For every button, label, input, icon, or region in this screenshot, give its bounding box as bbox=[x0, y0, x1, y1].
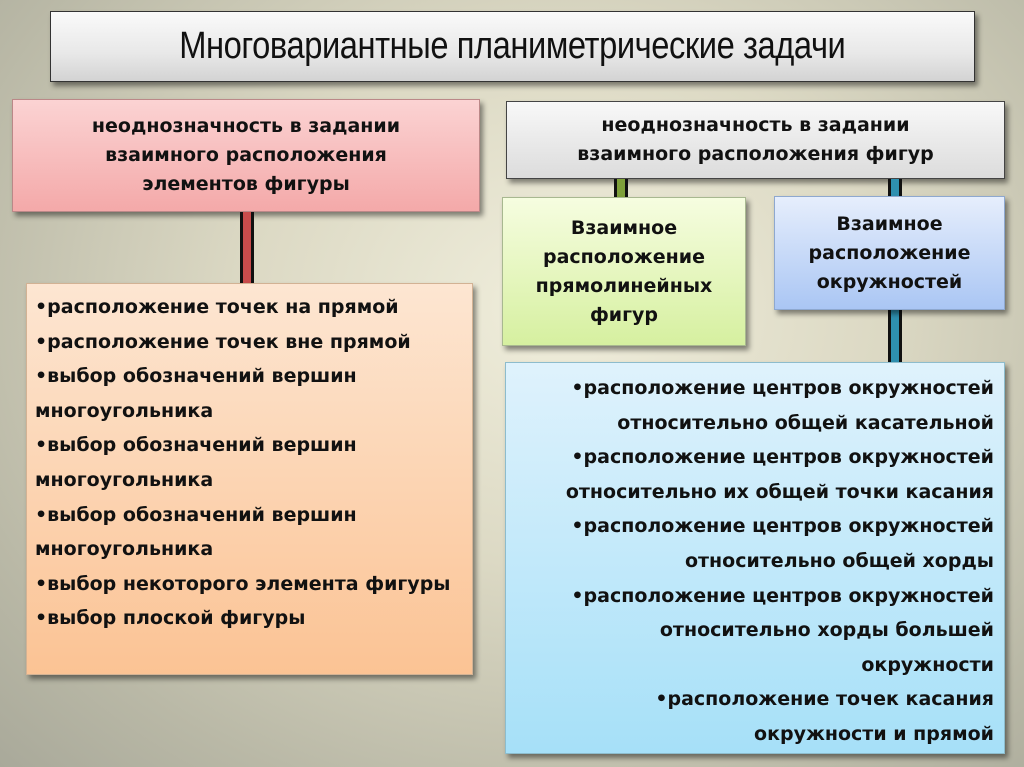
left-header-line: неоднозначность в задании bbox=[91, 115, 401, 137]
left-header-line: элементов фигуры bbox=[142, 173, 350, 195]
sub-right-line: окружностей bbox=[816, 270, 963, 293]
list-item: •расположение точек касания bbox=[655, 688, 994, 711]
right-header-line: неоднозначность в задании bbox=[601, 114, 910, 136]
circles-label: Взаимное расположение окружностей bbox=[809, 210, 971, 297]
slide-title-box: Многовариантные планиметрические задачи bbox=[50, 11, 975, 82]
sub-left-line: прямолинейных bbox=[535, 274, 713, 297]
list-item: •расположение центров окружностей bbox=[571, 515, 994, 538]
right-branch-header-box: неоднозначность в задании взаимного расп… bbox=[506, 101, 1005, 179]
right-branch-header: неоднозначность в задании взаимного расп… bbox=[577, 111, 933, 169]
left-header-line: взаимного расположения bbox=[105, 144, 387, 166]
list-item: •расположение точек вне прямой bbox=[35, 330, 411, 353]
sub-left-line: расположение bbox=[543, 245, 705, 268]
right-items-list: •расположение центров окружностей относи… bbox=[514, 371, 994, 752]
circles-box: Взаимное расположение окружностей bbox=[774, 196, 1005, 310]
list-item: относительно общей касательной bbox=[617, 411, 994, 434]
list-item: •расположение центров окружностей bbox=[571, 584, 994, 607]
list-item: окружности и прямой bbox=[754, 722, 994, 745]
sub-right-line: Взаимное bbox=[836, 212, 943, 235]
right-items-box: •расположение центров окружностей относи… bbox=[505, 362, 1005, 754]
blue-connector-bottom bbox=[888, 310, 902, 363]
slide-title: Многовариантные планиметрические задачи bbox=[179, 25, 846, 67]
list-item: •выбор плоской фигуры bbox=[35, 607, 306, 630]
list-item: относительно общей хорды bbox=[684, 549, 994, 572]
list-item: окружности bbox=[861, 653, 994, 676]
list-item: относительно их общей точки касания bbox=[565, 480, 994, 503]
list-item: •выбор обозначений вершин многоугольника bbox=[35, 503, 357, 561]
list-item: •расположение точек на прямой bbox=[35, 296, 399, 318]
list-item: относительно хорды большей bbox=[659, 619, 994, 642]
left-branch-header-box: неоднозначность в задании взаимного расп… bbox=[12, 99, 480, 212]
list-item: •расположение центров окружностей bbox=[571, 377, 994, 399]
sub-left-line: фигур bbox=[589, 303, 659, 326]
left-items-list: •расположение точек на прямой •расположе… bbox=[35, 290, 464, 636]
straight-figures-box: Взаимное расположение прямолинейных фигу… bbox=[502, 197, 746, 346]
list-item: •выбор обозначений вершин многоугольника bbox=[35, 434, 357, 491]
sub-right-line: расположение bbox=[808, 241, 971, 264]
blue-connector-top bbox=[888, 179, 902, 197]
right-header-line: взаимного расположения фигур bbox=[577, 143, 934, 165]
list-item: •расположение центров окружностей bbox=[571, 446, 994, 469]
straight-figures-label: Взаимное расположение прямолинейных фигу… bbox=[536, 214, 713, 330]
sub-left-line: Взаимное bbox=[570, 216, 678, 239]
left-connector bbox=[240, 212, 254, 284]
left-items-box: •расположение точек на прямой •расположе… bbox=[26, 283, 473, 675]
green-connector bbox=[614, 179, 628, 198]
left-branch-header: неоднозначность в задании взаимного расп… bbox=[92, 112, 400, 199]
list-item: •выбор обозначений вершин многоугольника bbox=[35, 365, 357, 422]
list-item: •выбор некоторого элемента фигуры bbox=[35, 572, 451, 595]
